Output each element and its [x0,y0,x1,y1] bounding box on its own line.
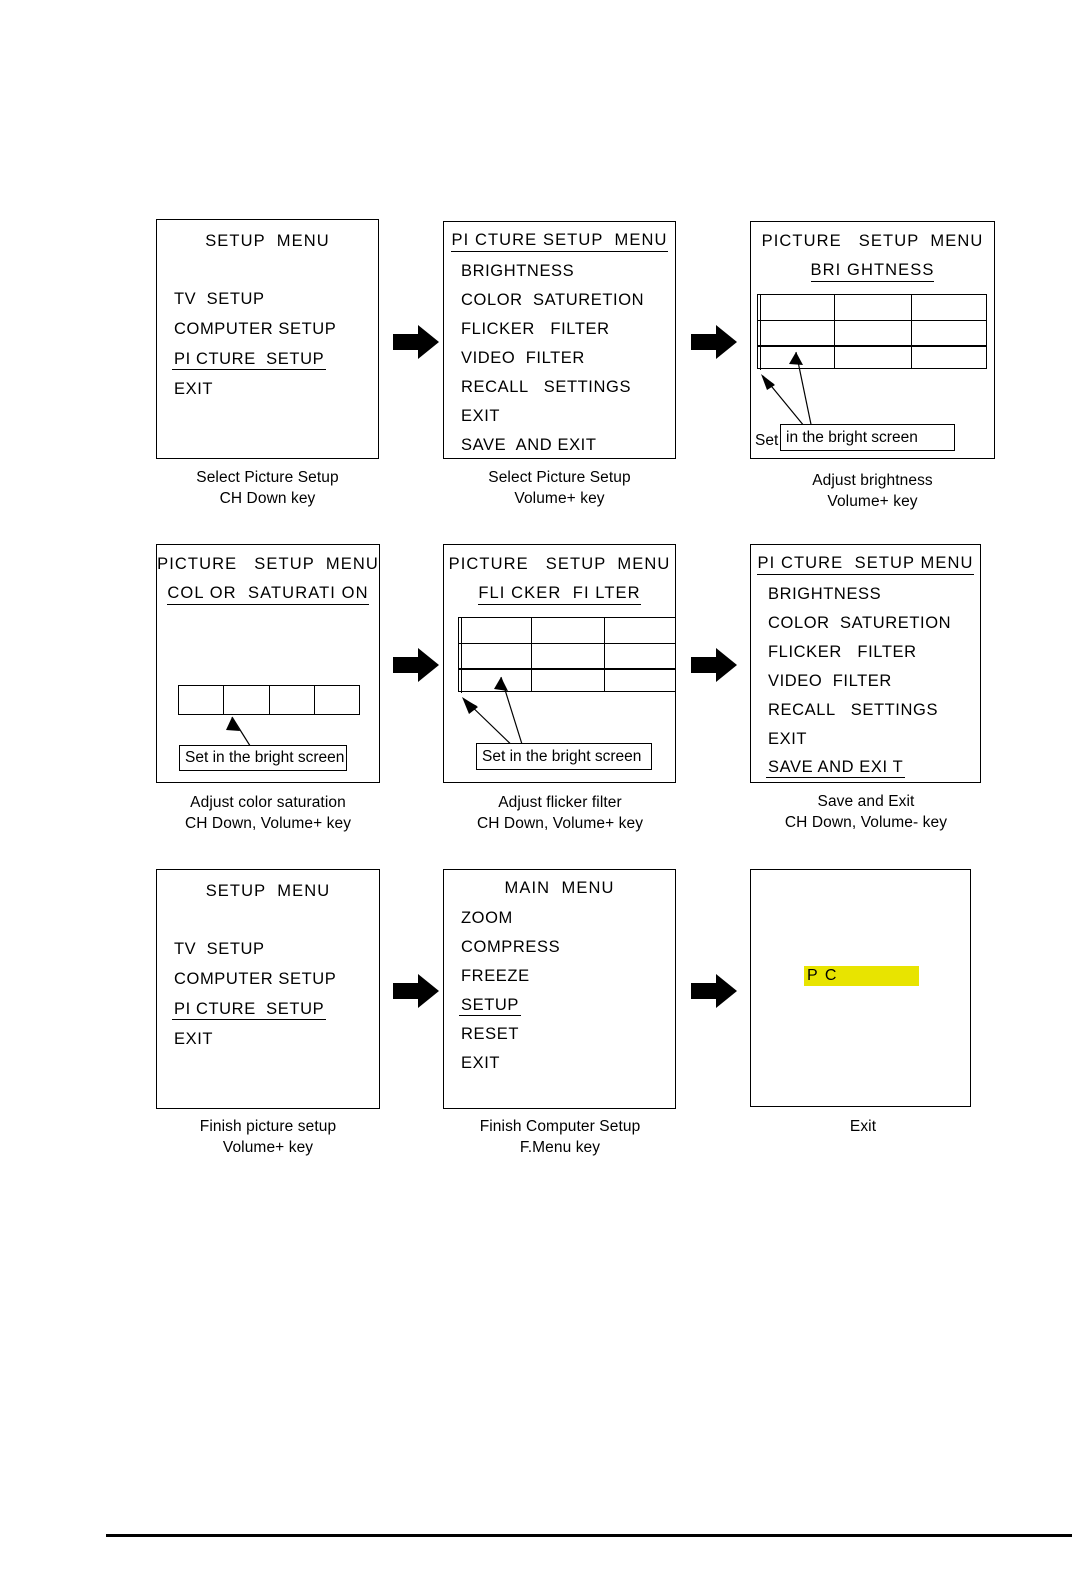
menu-item-brightness[interactable]: BRIGHTNESS [461,262,575,280]
menu-item-recall-settings[interactable]: RECALL SETTINGS [461,378,632,396]
right-arrow-icon [393,974,439,1008]
menu-item-setup[interactable]: SETUP [459,996,522,1016]
menu-item-exit[interactable]: EXIT [768,730,808,748]
osd-subtitle-brightness: BRI GHTNESS [751,261,994,282]
menu-item-color-saturation[interactable]: COLOR SATURETION [461,291,645,309]
menu-item-freeze[interactable]: FREEZE [461,967,530,985]
menu-item-computer-setup[interactable]: COMPUTER SETUP [174,970,337,988]
menu-item-picture-setup[interactable]: PI CTURE SETUP [172,1000,327,1020]
note-set-in-bright-screen: Set in the bright screen [476,743,652,770]
osd-subtitle-flicker-filter: FLI CKER FI LTER [444,584,675,605]
menu-item-brightness[interactable]: BRIGHTNESS [768,585,882,603]
step-caption: Adjust color saturation CH Down, Volume+… [184,794,352,832]
menu-item-compress[interactable]: COMPRESS [461,938,561,956]
menu-item-reset[interactable]: RESET [461,1025,520,1043]
osd-title: PI CTURE SETUP MENU [444,231,675,252]
brightness-level-grid[interactable] [757,294,987,370]
menu-item-tv-setup[interactable]: TV SETUP [174,290,265,308]
menu-item-exit[interactable]: EXIT [461,1054,501,1072]
osd-screen-picture-setup-menu: PI CTURE SETUP MENU BRIGHTNESS COLOR SAT… [443,221,676,459]
osd-title: PICTURE SETUP MENU [157,555,379,573]
osd-screen-flicker-filter: PICTURE SETUP MENU FLI CKER FI LTER Set … [443,544,676,783]
step-caption: Adjust flicker filter CH Down, Volume+ k… [476,794,644,832]
right-arrow-icon [691,648,737,682]
menu-item-video-filter[interactable]: VIDEO FILTER [461,349,585,367]
menu-item-exit[interactable]: EXIT [174,380,214,398]
bar-cell [270,686,315,714]
menu-item-save-and-exit[interactable]: SAVE AND EXIT [461,436,597,454]
menu-item-picture-setup[interactable]: PI CTURE SETUP [172,350,327,370]
menu-item-flicker-filter[interactable]: FLICKER FILTER [461,320,610,338]
step-caption: Adjust brightness Volume+ key [812,472,933,510]
right-arrow-icon [691,974,737,1008]
menu-item-computer-setup[interactable]: COMPUTER SETUP [174,320,337,338]
step-caption: Exit [849,1118,877,1135]
menu-item-video-filter[interactable]: VIDEO FILTER [768,672,892,690]
osd-subtitle-color-saturation: COL OR SATURATI ON [157,584,379,605]
osd-title: PICTURE SETUP MENU [761,232,984,250]
osd-screen-color-saturation: PICTURE SETUP MENU COL OR SATURATI ON Se… [156,544,380,783]
note-prefix: Set [755,432,779,449]
osd-screen-save-and-exit: PI CTURE SETUP MENU BRIGHTNESS COLOR SAT… [750,544,981,783]
osd-screen-main-menu: MAIN MENU ZOOM COMPRESS FREEZE SETUP RES… [443,869,676,1109]
osd-title: PICTURE SETUP MENU [448,555,671,573]
menu-item-zoom[interactable]: ZOOM [461,909,513,927]
right-arrow-icon [691,325,737,359]
menu-item-flicker-filter[interactable]: FLICKER FILTER [768,643,917,661]
step-caption: Select Picture Setup Volume+ key [488,469,631,507]
note-set-in-bright-screen: in the bright screen [780,424,955,451]
osd-screen-exit: P C [750,869,971,1107]
bar-cell [224,686,270,714]
footer-divider [106,1534,1072,1537]
color-saturation-bar[interactable] [178,685,360,715]
step-caption: Save and Exit CH Down, Volume- key [784,793,948,831]
right-arrow-icon [393,648,439,682]
menu-item-exit[interactable]: EXIT [174,1030,214,1048]
osd-screen-setup-menu: SETUP MENU TV SETUP COMPUTER SETUP PI CT… [156,219,379,459]
osd-title: SETUP MENU [205,232,330,250]
step-caption: Select Picture Setup CH Down key [196,469,339,507]
osd-title: SETUP MENU [205,882,331,900]
osd-title: MAIN MENU [504,879,615,897]
menu-item-exit[interactable]: EXIT [461,407,501,425]
osd-title: PI CTURE SETUP MENU [751,554,980,575]
flicker-filter-level-grid[interactable] [458,617,676,693]
step-caption: Finish picture setup Volume+ key [199,1118,337,1156]
flicker-marker [461,618,462,693]
brightness-marker [760,295,761,370]
step-caption: Finish Computer Setup F.Menu key [479,1118,641,1156]
note-set-in-bright-screen: Set in the bright screen [179,745,347,771]
bar-cell [315,686,359,714]
osd-screen-setup-menu-2: SETUP MENU TV SETUP COMPUTER SETUP PI CT… [156,869,380,1109]
status-badge-pc: P C [804,966,919,986]
menu-item-color-saturation[interactable]: COLOR SATURETION [768,614,952,632]
menu-item-recall-settings[interactable]: RECALL SETTINGS [768,701,939,719]
menu-item-save-and-exit[interactable]: SAVE AND EXI T [766,758,906,778]
right-arrow-icon [393,325,439,359]
bar-cell [179,686,225,714]
menu-item-tv-setup[interactable]: TV SETUP [174,940,265,958]
osd-screen-brightness: PICTURE SETUP MENU BRI GHTNESS Set in th… [750,221,995,459]
